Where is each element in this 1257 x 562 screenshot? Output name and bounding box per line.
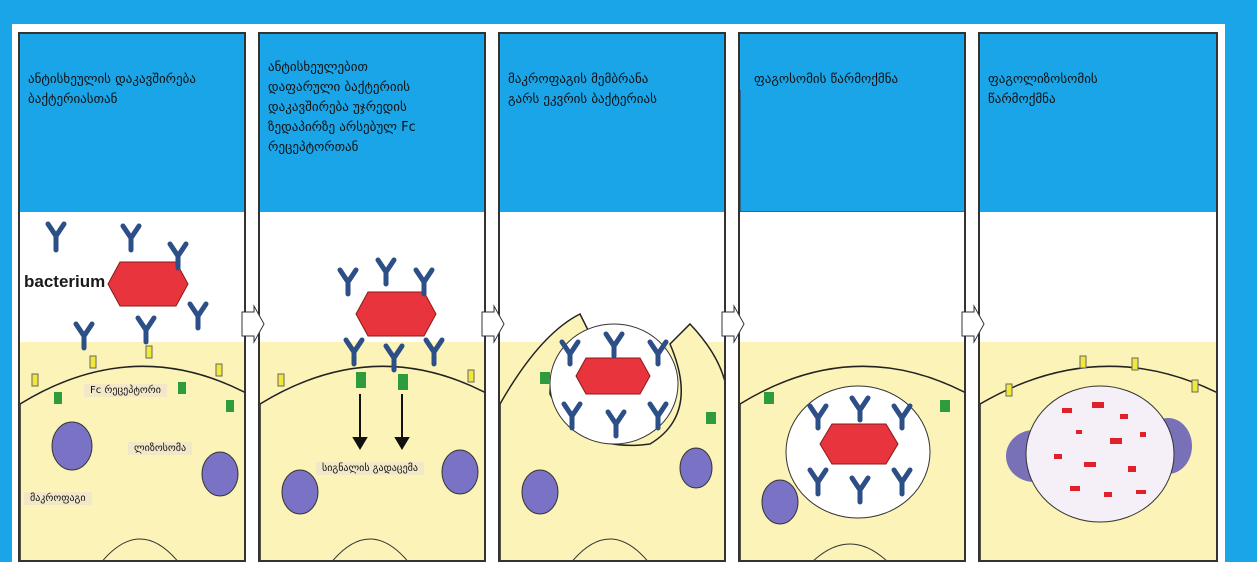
- panel-4-heading: ფაგოსომის წარმოქმნა: [740, 34, 964, 90]
- phagocytosis-diagram: ანტისხეულის დაკავშირება ბაქტერიასთან bac…: [12, 24, 1225, 562]
- nucleus-shape: [442, 450, 478, 494]
- step-arrow-icon: [480, 304, 506, 344]
- panel-3-heading: მაკროფაგის მემბრანა გარს ეკვრის ბაქტერია…: [500, 34, 724, 110]
- panel-3-illustration: [500, 34, 726, 562]
- panel-1-antibody-binding: ანტისხეულის დაკავშირება ბაქტერიასთან bac…: [18, 32, 246, 562]
- nucleus-shape: [762, 480, 798, 524]
- bacterium-shape: [820, 424, 898, 464]
- panel-5-heading: ფაგოლიზოსომის წარმოქმნა: [980, 34, 1216, 110]
- panel-4-phagosome-formation: ფაგოსომის წარმოქმნა: [738, 32, 966, 562]
- bacterium-shape: [356, 292, 436, 336]
- fc-receptor-label: Fc რეცეპტორი: [84, 384, 167, 397]
- step-arrow-icon: [240, 304, 266, 344]
- bacterium-shape: [576, 358, 650, 394]
- nucleus-shape: [202, 452, 238, 496]
- panel-3-membrane-engulfing: მაკროფაგის მემბრანა გარს ეკვრის ბაქტერია…: [498, 32, 726, 562]
- nucleus-shape: [522, 470, 558, 514]
- panel-1-illustration: [20, 34, 246, 562]
- step-arrow-icon: [720, 304, 746, 344]
- nucleus-shape: [52, 422, 92, 470]
- lysosome-label: ლიზოსომა: [128, 442, 192, 455]
- signal-transduction-label: სიგნალის გადაცემა: [316, 462, 424, 475]
- macrophage-label: მაკროფაგი: [24, 492, 92, 505]
- panel-2-heading: ანტისხეულებით დაფარული ბაქტერიის დაკავში…: [260, 34, 484, 158]
- panel-1-heading: ანტისხეულის დაკავშირება ბაქტერიასთან: [20, 34, 244, 110]
- nucleus-shape: [680, 448, 712, 488]
- panel-2-receptor-binding: ანტისხეულებით დაფარული ბაქტერიის დაკავში…: [258, 32, 486, 562]
- step-arrow-icon: [960, 304, 986, 344]
- panel-5-phagolysosome-formation: ფაგოლიზოსომის წარმოქმნა: [978, 32, 1218, 562]
- panel-5-illustration: [980, 34, 1218, 562]
- panel-4-illustration: [740, 34, 966, 562]
- bacterium-label: bacterium: [24, 272, 105, 292]
- nucleus-shape: [282, 470, 318, 514]
